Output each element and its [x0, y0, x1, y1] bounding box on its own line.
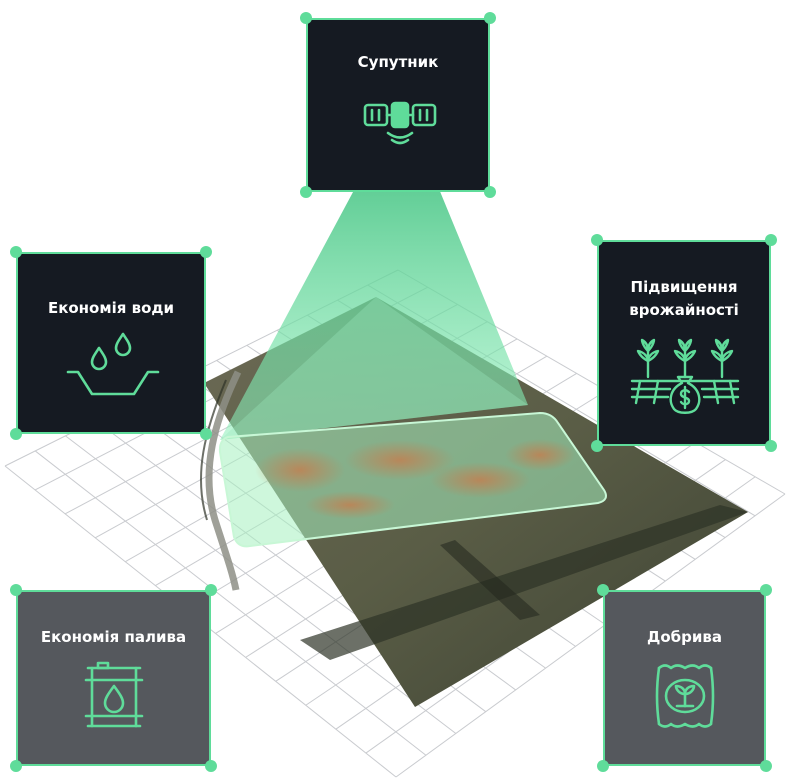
- water-card-corner-bottom-left: [10, 428, 22, 440]
- yield-increase-title-line1: Підвищення: [630, 278, 738, 296]
- stress-patch-2: [345, 440, 455, 480]
- water-drops-icon: [66, 332, 160, 396]
- stress-patch-5: [305, 491, 395, 519]
- fertilizer-card-corner-top-left: [597, 584, 609, 596]
- yield-card-corner-bottom-right: [765, 440, 777, 452]
- satellite-title: Супутник: [357, 53, 439, 71]
- water-card-corner-top-right: [200, 246, 212, 258]
- satellite-card-corner-bottom-left: [300, 186, 312, 198]
- fertilizer-bag-icon: [655, 664, 715, 728]
- fuel-saving-card: Економія палива: [16, 590, 211, 766]
- tree-shadow-band: [300, 505, 748, 660]
- fuel-card-corner-top-left: [10, 584, 22, 596]
- fertilizer-card-corner-top-right: [760, 584, 772, 596]
- fertilizer-title: Добрива: [647, 628, 722, 646]
- yield-increase-card: Підвищення врожайності: [597, 240, 771, 446]
- fertilizer-card-corner-bottom-left: [597, 760, 609, 772]
- satellite-card-corner-top-right: [484, 12, 496, 24]
- satellite-card-corner-bottom-right: [484, 186, 496, 198]
- fuel-barrel-icon: [84, 661, 144, 728]
- yield-card-corner-top-left: [591, 234, 603, 246]
- beam-ground-cone: [220, 297, 528, 440]
- fuel-card-corner-top-right: [205, 584, 217, 596]
- grid-line-a: [65, 435, 457, 734]
- sensor-beam: [220, 138, 528, 440]
- yield-card-corner-top-right: [765, 234, 777, 246]
- grid-line-a: [34, 450, 427, 756]
- yield-card-corner-bottom-left: [591, 440, 603, 452]
- satellite-card-corner-top-left: [300, 12, 312, 24]
- satellite-icon: [363, 101, 437, 145]
- stress-patch-1: [255, 448, 345, 492]
- yield-increase-title-line2: врожайності: [629, 301, 739, 319]
- field-road: [205, 370, 242, 591]
- fuel-card-corner-bottom-left: [10, 760, 22, 772]
- satellite-card: Супутник: [306, 18, 490, 192]
- tree-shadow: [440, 540, 540, 620]
- grid-line-b: [395, 493, 786, 778]
- water-saving-card: Економія води: [16, 252, 206, 434]
- fertilizer-card-corner-bottom-right: [760, 760, 772, 772]
- stress-patch-3: [430, 462, 530, 498]
- fertilizer-card: Добрива: [603, 590, 766, 766]
- fuel-card-corner-bottom-right: [205, 760, 217, 772]
- crop-yield-icon: [630, 338, 740, 414]
- water-saving-title: Економія води: [47, 299, 175, 317]
- field-road-edge: [199, 379, 227, 521]
- water-card-corner-bottom-right: [200, 428, 212, 440]
- water-card-corner-top-left: [10, 246, 22, 258]
- stress-patch-4: [505, 439, 575, 471]
- fuel-saving-title: Економія палива: [40, 628, 187, 646]
